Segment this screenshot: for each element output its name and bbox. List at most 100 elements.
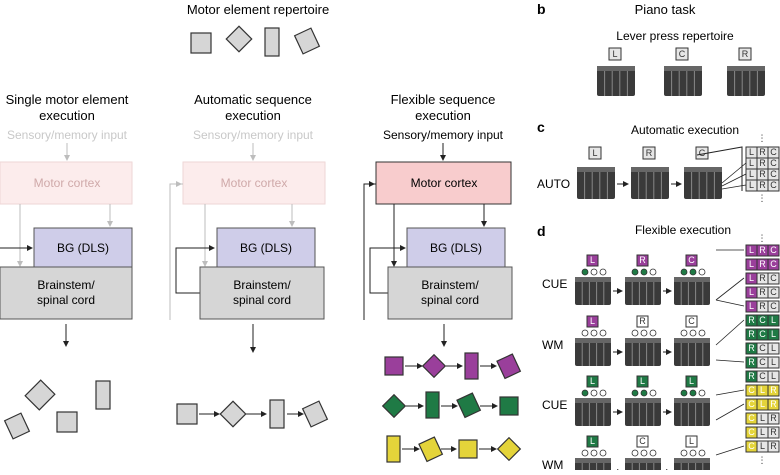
flex-grid-cell: L [767, 328, 780, 341]
lever-block-icon [674, 398, 710, 426]
flex-grid-cell: L [756, 440, 769, 453]
grid-connector [715, 403, 745, 421]
svg-text:R: R [639, 316, 646, 326]
flex-grid-cell: L [756, 384, 769, 397]
lever-block-icon [727, 66, 765, 96]
svg-text:L: L [749, 158, 754, 168]
indicator-light [590, 449, 598, 457]
column-title-2b: execution [225, 108, 281, 123]
svg-text:C: C [688, 316, 695, 326]
flex-grid-cell: L [767, 314, 780, 327]
brainstem-label-1: Brainstem/ [37, 278, 95, 292]
auto-grid-cell: R [756, 157, 769, 170]
panel-letter-d: d [537, 223, 546, 239]
grid-connector [715, 319, 745, 346]
cortex-label-1: Motor cortex [34, 176, 101, 190]
flex-grid-cell: L [745, 286, 758, 299]
svg-text:C: C [770, 301, 777, 311]
svg-text:C: C [679, 49, 686, 59]
svg-text:R: R [748, 371, 755, 381]
flex-grid-cell: L [756, 398, 769, 411]
svg-text:C: C [748, 385, 755, 395]
flex-row-label: WM [542, 338, 563, 352]
flex-grid-cell: C [745, 384, 758, 397]
indicator-light [590, 389, 598, 397]
svg-text:C: C [699, 148, 706, 158]
flex-grid-cell: R [745, 356, 758, 369]
svg-text:R: R [770, 399, 777, 409]
lever-block-icon [577, 167, 615, 199]
diamond-element [225, 25, 253, 53]
input-label-3: Sensory/memory input [383, 128, 504, 142]
panel-b-title: Piano task [635, 2, 696, 17]
svg-text:R: R [748, 315, 755, 325]
auto-row-label: AUTO [537, 177, 570, 191]
flex-key: R [636, 315, 649, 328]
auto-grid-cell: L [745, 146, 758, 159]
flex-key: L [636, 375, 649, 388]
svg-text:L: L [749, 147, 754, 157]
tall-element [264, 27, 280, 57]
brainstem-box-1 [0, 266, 133, 320]
svg-text:L: L [760, 413, 765, 423]
automatic-sequence-shapes [176, 399, 329, 429]
flex-grid-cell: R [745, 314, 758, 327]
flex-grid-cell: C [756, 356, 769, 369]
indicator-light [698, 389, 706, 397]
flex-grid-cell: L [745, 300, 758, 313]
lever-key-c: C [675, 47, 689, 61]
column-title-1: Single motor element [6, 92, 129, 107]
indicator-light [698, 449, 706, 457]
yellow-sequence [386, 435, 522, 463]
svg-text:C: C [748, 399, 755, 409]
indicator-light [631, 449, 639, 457]
indicator-light [590, 329, 598, 337]
flex-key: L [685, 375, 698, 388]
flex-grid-cell: C [767, 272, 780, 285]
svg-text:L: L [771, 343, 776, 353]
grid-connector [715, 299, 745, 307]
indicator-light [640, 268, 648, 276]
lever-block-icon [631, 167, 669, 199]
brainstem-box-2 [199, 266, 325, 320]
flex-grid-cell: C [767, 258, 780, 271]
lever-block-icon [674, 277, 710, 305]
column-title-2: Automatic sequence [194, 92, 312, 107]
motor-cortex-active [375, 161, 512, 205]
auto-grid-cell: C [767, 168, 780, 181]
svg-text:R: R [646, 148, 653, 158]
motor-cortex-faded-1 [0, 161, 133, 205]
indicator-light [640, 329, 648, 337]
svg-text:C: C [759, 357, 766, 367]
svg-text:R: R [639, 255, 646, 265]
flex-grid-cell: L [745, 272, 758, 285]
repertoire-title: Motor element repertoire [187, 2, 329, 17]
indicator-light [689, 268, 697, 276]
input-label-1: Sensory/memory input [7, 128, 128, 142]
panel-c-title: Automatic execution [631, 123, 739, 137]
svg-text:L: L [760, 399, 765, 409]
column-flexible: Flexible sequence execution Sensory/memo… [363, 92, 522, 463]
svg-text:C: C [759, 329, 766, 339]
flex-grid-cell: C [767, 286, 780, 299]
auto-grid-cell: C [767, 179, 780, 192]
flex-grid-cell: R [756, 272, 769, 285]
svg-text:R: R [748, 329, 755, 339]
svg-text:R: R [759, 259, 766, 269]
lever-block-icon [575, 277, 611, 305]
svg-text:C: C [759, 343, 766, 353]
lever-key-r: R [738, 47, 752, 61]
svg-text:R: R [759, 287, 766, 297]
flex-row-label: CUE [542, 398, 567, 412]
lever-block-icon [684, 167, 722, 199]
indicator-light [599, 449, 607, 457]
svg-text:C: C [748, 427, 755, 437]
lever-block-icon [575, 338, 611, 366]
brainstem-label-1b: spinal cord [37, 293, 95, 307]
flex-grid-cell: R [745, 328, 758, 341]
